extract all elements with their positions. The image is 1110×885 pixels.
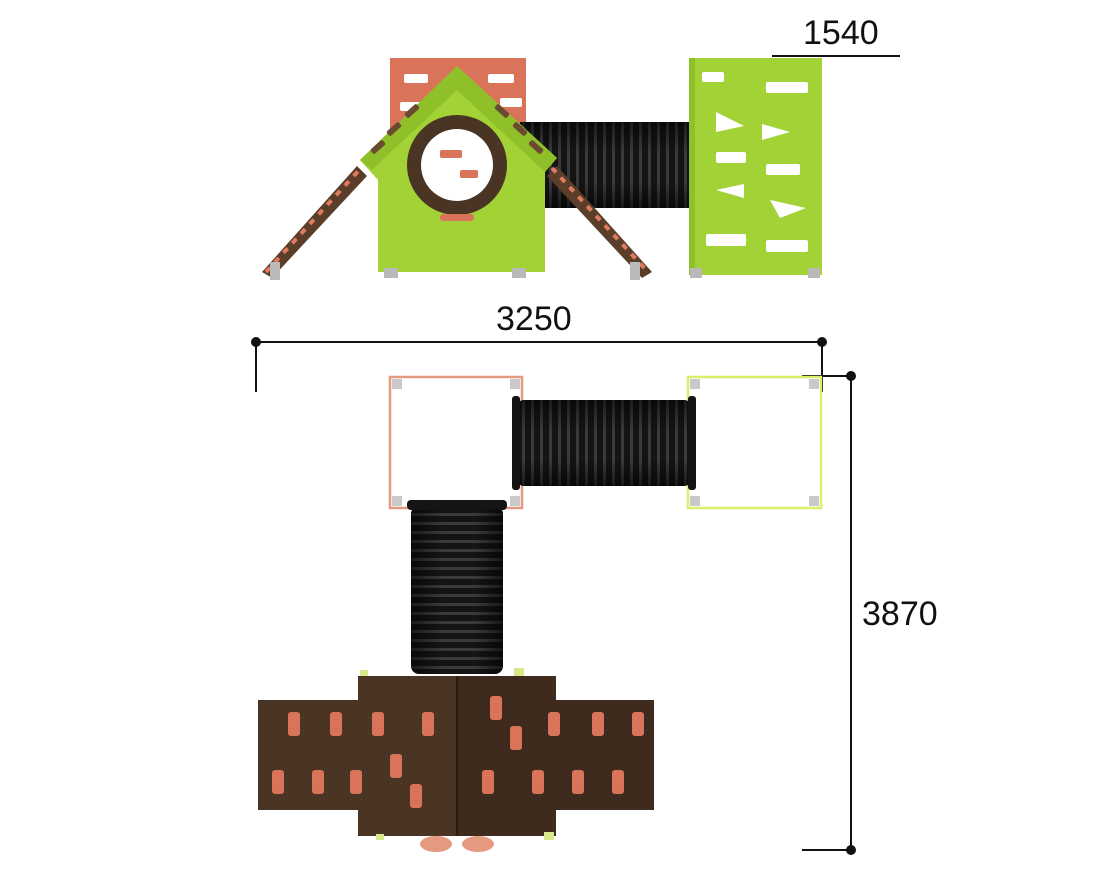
climbing-pyramid	[258, 668, 654, 852]
depth-dimension	[802, 371, 856, 855]
tunnel-tube-horizontal	[512, 396, 696, 490]
width-dimension	[251, 337, 827, 392]
depth-dimension-label: 3870	[862, 595, 938, 633]
width-dimension-label: 3250	[496, 300, 572, 338]
height-dimension-label: 1540	[803, 14, 879, 52]
plan-view	[251, 337, 856, 855]
green-house-panel	[360, 66, 557, 278]
pyramid-edges	[360, 668, 554, 840]
right-ramp	[547, 166, 652, 280]
climbing-holds	[272, 696, 644, 808]
green-right-panel	[689, 58, 822, 278]
pyramid-feet	[420, 836, 494, 852]
front-elevation	[262, 55, 900, 280]
right-tower-footprint	[686, 375, 823, 510]
left-tower-footprint	[388, 375, 524, 510]
porthole-opening	[421, 129, 493, 201]
tunnel-tube-vertical	[407, 500, 507, 674]
roof-handholds	[370, 104, 544, 154]
left-ramp	[262, 166, 367, 280]
